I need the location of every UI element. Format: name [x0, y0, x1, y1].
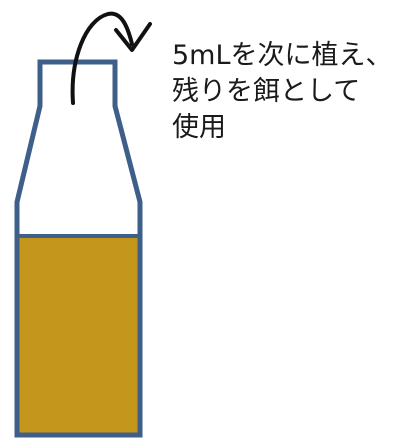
liquid-fill — [17, 236, 140, 435]
caption-line-2: 残りを餌として — [172, 76, 361, 107]
curved-arrow-icon — [70, 11, 152, 105]
caption-line-1: 5mLを次に植え、 — [172, 40, 393, 71]
caption-line-3: 使用 — [172, 112, 226, 143]
arrow-head — [114, 22, 152, 52]
caption-text: 5mLを次に植え、 残りを餌として 使用 — [172, 38, 404, 146]
arrow-shaft — [70, 11, 134, 105]
bottle-outline — [14, 59, 143, 438]
